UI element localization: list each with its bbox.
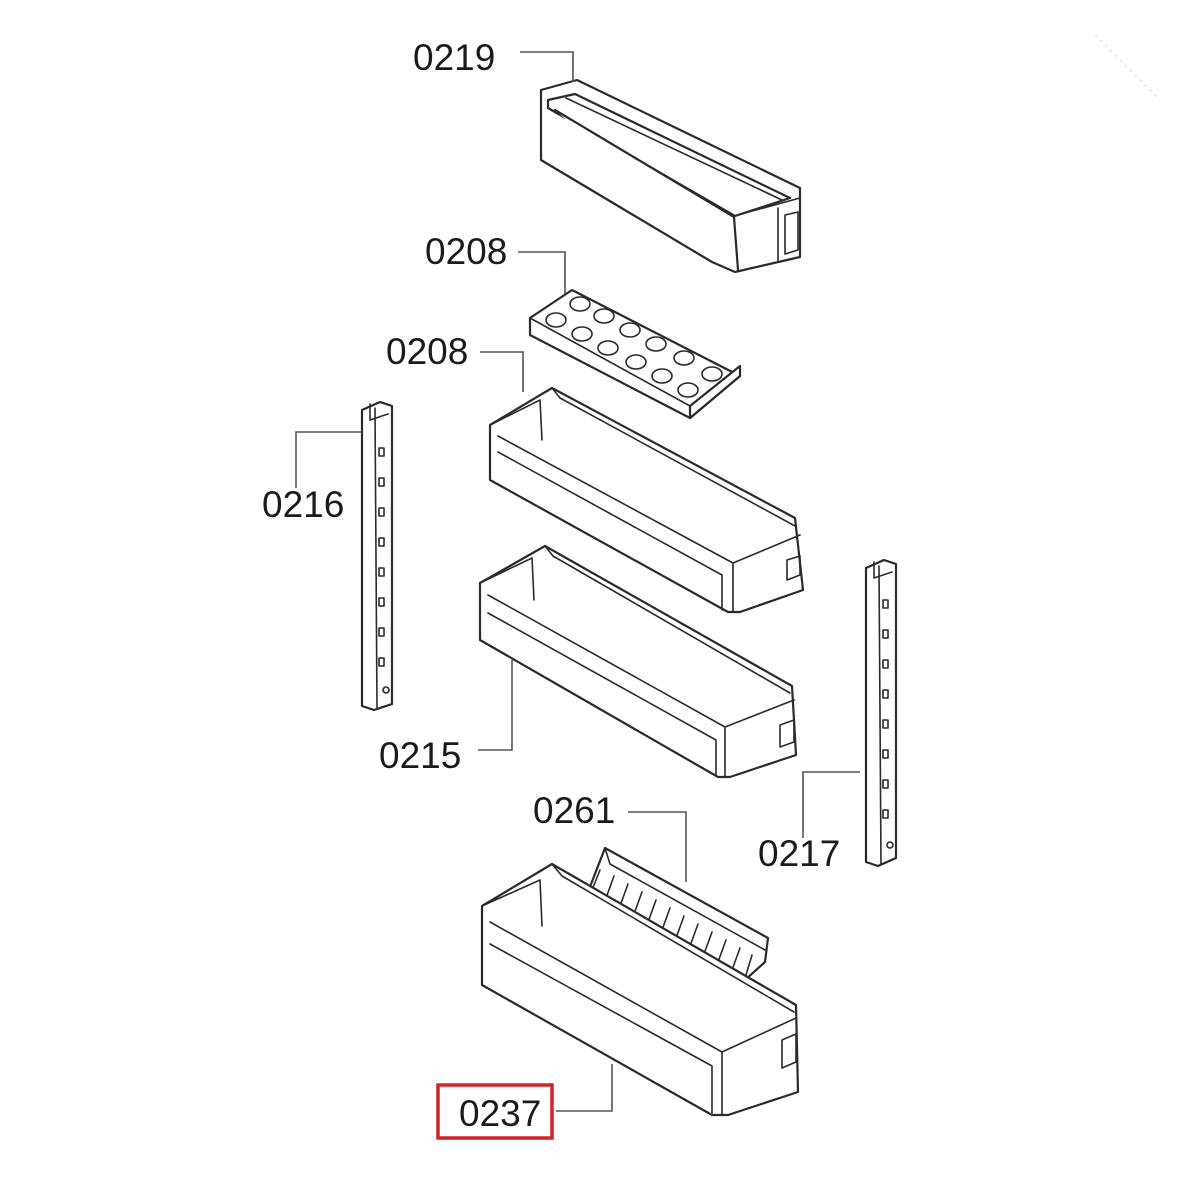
part-0261-bottle-holder[interactable]	[586, 846, 770, 982]
part-0219-covered-shelf[interactable]	[539, 78, 802, 274]
egg-cup-holes	[545, 296, 723, 398]
highlight-box	[436, 1083, 554, 1140]
leader-0208-mid	[480, 351, 524, 392]
part-0217-right-rail[interactable]	[864, 558, 898, 868]
leader-0216	[295, 431, 362, 488]
rail-notches	[378, 447, 385, 667]
leader-0215	[478, 660, 513, 751]
callout-0261[interactable]: 0261	[533, 790, 615, 831]
corner-mark	[1094, 34, 1161, 101]
part-0208-egg-tray[interactable]	[528, 288, 742, 420]
leader-0261	[628, 811, 687, 882]
callout-0215[interactable]: 0215	[379, 735, 461, 776]
callout-0219[interactable]: 0219	[413, 37, 495, 78]
leader-0208-top	[518, 251, 566, 294]
part-0208-door-shelf[interactable]	[488, 386, 805, 614]
callout-0216[interactable]: 0216	[262, 484, 344, 525]
rail-notches	[882, 599, 889, 819]
callout-0208-shelf[interactable]: 0208	[386, 331, 468, 372]
callout-0237[interactable]: 0237	[459, 1093, 541, 1134]
part-0216-left-rail[interactable]	[360, 400, 394, 712]
leader-lines	[295, 51, 860, 1112]
part-0237-bottle-shelf[interactable]	[480, 862, 800, 1117]
callout-0217[interactable]: 0217	[758, 833, 840, 874]
leader-0237	[556, 1064, 613, 1112]
part-0215-door-shelf[interactable]	[478, 544, 798, 779]
callout-0208-egg-tray[interactable]: 0208	[425, 231, 507, 272]
leader-0219	[520, 51, 574, 82]
leader-0217	[802, 771, 860, 838]
